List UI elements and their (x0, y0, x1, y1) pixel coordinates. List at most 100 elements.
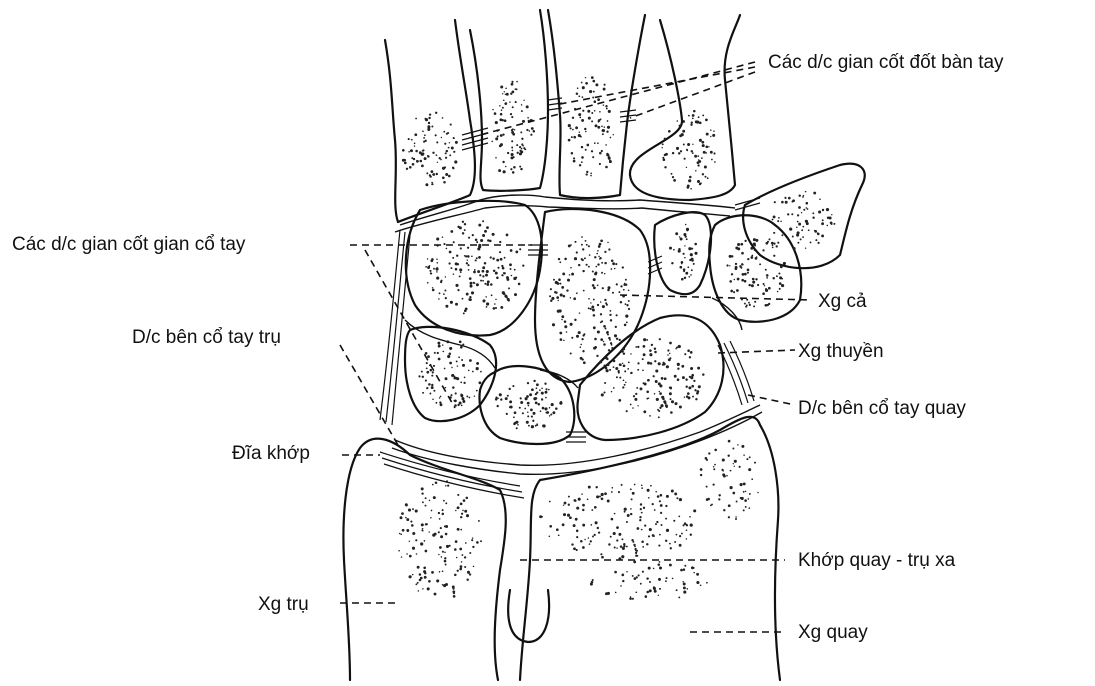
stipple-dot (596, 355, 598, 357)
stipple-dot (609, 160, 612, 163)
stipple-dot (402, 149, 405, 152)
stipple-dot (556, 528, 559, 531)
stipple-dot (446, 545, 449, 548)
stipple-dot (737, 444, 738, 445)
stipple-dot (556, 296, 559, 299)
stipple-dot (435, 402, 437, 404)
stipple-dot (748, 498, 750, 500)
stipple-dot (744, 499, 747, 502)
stipple-dot (626, 521, 628, 523)
stipple-dot (439, 571, 441, 573)
stipple-dot (464, 377, 466, 379)
stipple-dot (817, 233, 820, 236)
stipple-dot (607, 126, 610, 129)
stipple-dot (582, 350, 584, 352)
stipple-dot (574, 319, 576, 321)
stipple-dot (648, 567, 651, 570)
stipple-dot (616, 314, 618, 316)
stipple-dot (521, 110, 523, 112)
stipple-dot (598, 119, 601, 122)
stipple-dot (655, 491, 657, 493)
stipple-dot (713, 484, 715, 486)
stipple-dot (637, 527, 640, 530)
stipple-dot (436, 237, 439, 240)
stipple-dot (494, 112, 497, 115)
stipple-dot (592, 284, 595, 287)
stipple-dot (688, 179, 691, 182)
stipple-dot (496, 277, 499, 280)
stipple-dot (685, 272, 688, 275)
stipple-dot (480, 280, 482, 282)
stipple-dot (589, 90, 592, 93)
stipple-dot (695, 170, 697, 172)
stipple-dot (507, 395, 509, 397)
stipple-dot (585, 240, 587, 242)
stipple-dot (562, 272, 565, 275)
stipple-dot (455, 540, 458, 543)
stipple-dot (515, 101, 517, 103)
stipple-dot (710, 504, 712, 506)
stipple-dot (482, 275, 484, 277)
stipple-dot (568, 504, 570, 506)
stipple-dot (676, 497, 678, 499)
stipple-dot (500, 113, 503, 116)
stipple-dot (599, 361, 602, 364)
stipple-dot (453, 168, 455, 170)
stipple-dot (550, 413, 552, 415)
stipple-dot (729, 280, 732, 283)
stipple-dot (445, 305, 448, 308)
stipple-dot (600, 553, 602, 555)
stipple-dot (641, 512, 643, 514)
stipple-dot (438, 358, 441, 361)
stipple-dot (579, 131, 580, 132)
hamate (406, 201, 542, 336)
stipple-dot (802, 226, 804, 228)
stipple-dot (610, 310, 612, 312)
stipple-dot (580, 344, 582, 346)
stipple-dot (818, 242, 820, 244)
stipple-dot (609, 369, 611, 371)
stipple-dot (601, 272, 603, 274)
stipple-dot (508, 287, 510, 289)
stipple-dot (453, 151, 455, 153)
stipple-dot (432, 371, 434, 373)
stipple-dot (733, 291, 735, 293)
label-capitate: Xg cả (818, 291, 867, 312)
stipple-dot (768, 287, 771, 290)
stipple-dot (415, 118, 417, 120)
stipple-dot (688, 276, 690, 278)
stipple-dot (575, 518, 578, 521)
stipple-dot (439, 397, 441, 399)
stipple-dot (649, 589, 652, 592)
stipple-dot (576, 530, 579, 533)
stipple-dot (788, 197, 791, 200)
stipple-dot (594, 506, 597, 509)
stipple-dot (678, 596, 680, 598)
stipple-dot (553, 279, 555, 281)
stipple-dot (705, 119, 708, 122)
stipple-dot (440, 396, 442, 398)
stipple-dot (647, 489, 650, 492)
stipple-dot (436, 154, 438, 156)
stipple-dot (501, 265, 503, 267)
stipple-dot (591, 581, 594, 584)
stipple-dot (588, 117, 591, 120)
stipple-dot (436, 271, 438, 273)
stipple-dot (476, 390, 478, 392)
stipple-dot (478, 256, 481, 259)
stipple-dot (637, 346, 639, 348)
stipple-dot (590, 308, 592, 310)
stipple-dot (687, 266, 689, 268)
stipple-dot (810, 241, 812, 243)
trapezium (709, 215, 801, 322)
stipple-dot (750, 247, 753, 250)
stipple-dot (765, 289, 768, 292)
stipple-dot (538, 403, 541, 406)
stipple-dot (632, 407, 634, 409)
stipple-dot (502, 161, 504, 163)
stipple-dot (511, 147, 513, 149)
stipple-dot (735, 263, 737, 265)
stipple-dot (563, 513, 566, 516)
stipple-dot (599, 163, 601, 165)
stipple-dot (609, 339, 611, 341)
